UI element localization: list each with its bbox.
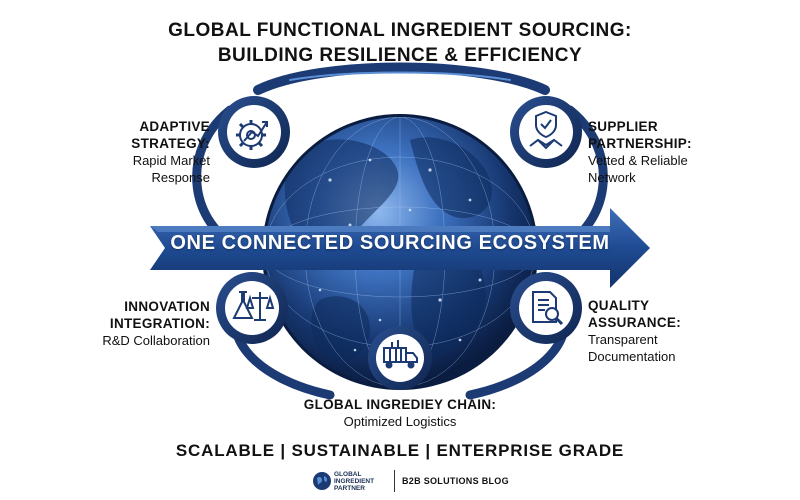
quality-assurance-label: QUALITY ASSURANCE: Transparent Documenta…: [588, 297, 748, 365]
supplier-sub-1: Vetted & Reliable: [588, 153, 688, 168]
brand-line-2: INGREDIENT: [334, 478, 375, 485]
gear-chart-icon: [236, 120, 268, 150]
supplier-partnership-node: [510, 96, 582, 168]
globe-logo-icon: [313, 472, 331, 490]
quality-sub-1: Transparent: [588, 332, 658, 347]
quality-head-1: QUALITY: [588, 298, 650, 313]
adaptive-strategy-node: [218, 96, 290, 168]
chain-head-1: GLOBAL INGREDIEY CHAIN:: [303, 397, 497, 412]
container-truck-icon: [383, 340, 418, 369]
supplier-head-1: SUPPLIER: [588, 119, 658, 134]
brand-line-3: PARTNER: [334, 485, 365, 492]
chain-sub-1: Optimized Logistics: [343, 414, 457, 429]
innovation-head-2: INTEGRATION:: [109, 316, 210, 331]
supplier-sub-2: Network: [588, 170, 636, 185]
innovation-sub-1: R&D Collaboration: [102, 333, 210, 348]
blog-label: B2B SOLUTIONS BLOG: [402, 476, 509, 486]
innovation-integration-node: [216, 272, 288, 344]
quality-sub-2: Documentation: [588, 349, 676, 364]
global-chain-node: [368, 326, 432, 390]
title-line-1: GLOBAL FUNCTIONAL INGREDIENT SOURCING:: [168, 20, 632, 41]
shield-handshake-icon: [529, 110, 563, 150]
tagline: SCALABLE | SUSTAINABLE | ENTERPRISE GRAD…: [175, 441, 625, 460]
banner-label: ONE CONNECTED SOURCING ECOSYSTEM: [170, 232, 610, 254]
adaptive-strategy-label: ADAPTIVE STRATEGY: Rapid Market Response: [60, 118, 210, 186]
brand-line-1: GLOBAL: [334, 471, 362, 478]
innovation-integration-label: INNOVATION INTEGRATION: R&D Collaboratio…: [30, 298, 210, 349]
adaptive-head-1: ADAPTIVE: [139, 119, 210, 134]
quality-assurance-node: [510, 272, 582, 344]
quality-head-2: ASSURANCE:: [588, 315, 682, 330]
adaptive-sub-2: Response: [151, 170, 210, 185]
innovation-head-1: INNOVATION: [124, 299, 210, 314]
footer: GLOBAL INGREDIENT PARTNER B2B SOLUTIONS …: [312, 470, 512, 494]
supplier-head-2: PARTNERSHIP:: [588, 136, 692, 151]
title-line-2: BUILDING RESILIENCE & EFFICIENCY: [217, 45, 583, 66]
banner-arrow: [150, 208, 650, 288]
brand-name: GLOBAL INGREDIENT PARTNER: [334, 471, 374, 492]
adaptive-head-2: STRATEGY:: [131, 136, 210, 151]
lab-flask-scale-icon: [232, 291, 275, 321]
supplier-partnership-label: SUPPLIER PARTNERSHIP: Vetted & Reliable …: [588, 118, 748, 186]
global-chain-label: GLOBAL INGREDIEY CHAIN: Optimized Logist…: [290, 396, 510, 430]
footer-divider: [394, 470, 395, 492]
document-magnifier-icon: [532, 291, 564, 326]
adaptive-sub-1: Rapid Market: [132, 153, 210, 168]
